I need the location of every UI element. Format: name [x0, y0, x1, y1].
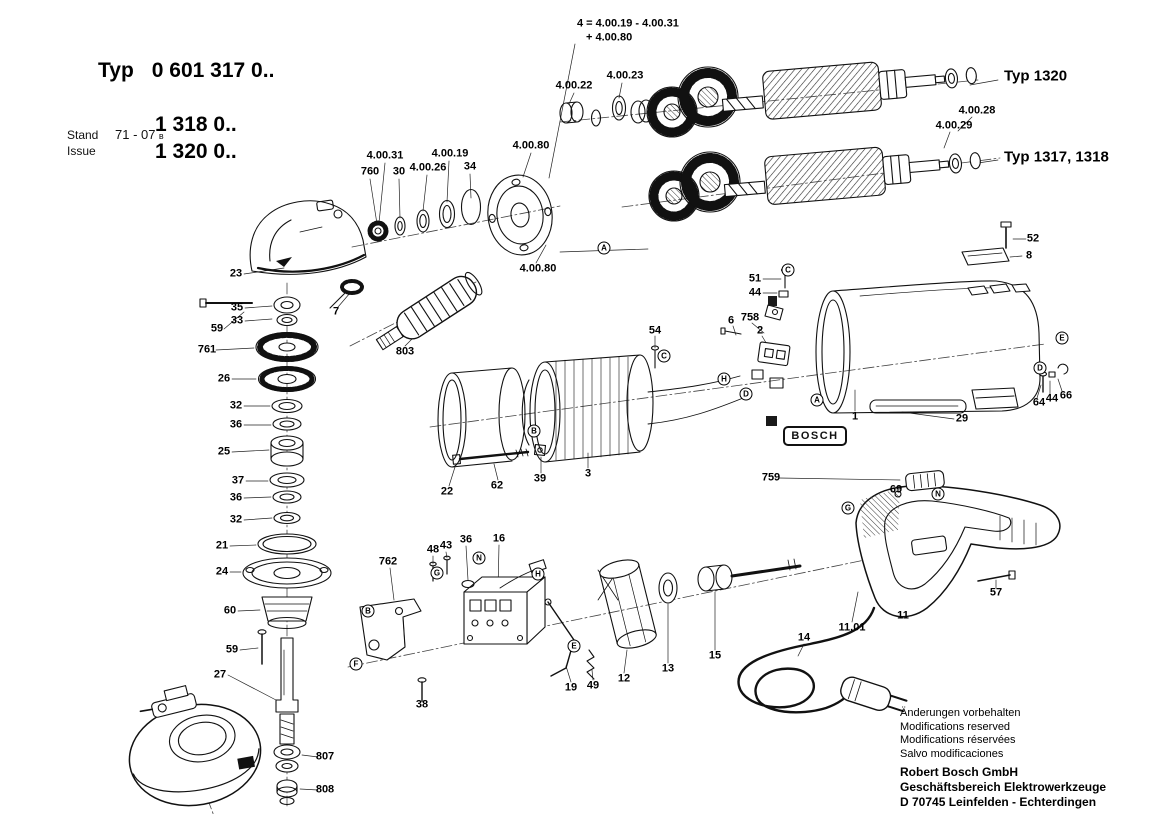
stand-suffix: в: [158, 131, 164, 141]
switch-assembly: [359, 555, 619, 702]
spindle-parts-stack: [199, 296, 332, 806]
footer-note-de: Änderungen vorbehalten: [900, 707, 1021, 719]
model-number-3: 1 320 0..: [155, 140, 237, 163]
stand-label: Stand: [67, 128, 99, 142]
spindle-bearing-flange: [487, 174, 553, 256]
leader-lines: [215, 43, 1063, 791]
stand-value: 71 - 07: [115, 127, 156, 142]
brush-holder-parts: [647, 267, 791, 426]
field-sleeve: [437, 367, 526, 468]
model-header: Typ 0 601 317 0.. 1 318 0.. 1 320 0..: [63, 30, 274, 165]
armature-bearings-top: [559, 95, 654, 127]
power-cord: [737, 606, 908, 714]
side-handle: [375, 271, 483, 351]
footer-note-es: Salvo modificaciones: [900, 747, 1004, 760]
shaft-and-coupling: [658, 558, 802, 604]
motor-housing: [815, 280, 1041, 414]
footer-note-fr: Modifications réservées: [900, 734, 1016, 746]
bosch-logo: BOSCH: [783, 426, 847, 446]
footer-company-division: Geschäftsbereich Elektrowerkzeuge: [900, 780, 1107, 794]
top-right-screw-and-plate: [961, 221, 1012, 266]
field-stator: [521, 354, 654, 463]
stand-issue-block: Stand 71 - 07 в Issue: [67, 127, 164, 159]
cam-drum: [599, 559, 657, 649]
fan-gear-typ1317: [648, 151, 741, 222]
model-number-1: 0 601 317 0..: [151, 59, 275, 82]
issue-label: Issue: [67, 144, 96, 158]
typ-label: Typ: [98, 59, 134, 82]
armature-typ1320: [721, 61, 977, 120]
footer-note-en: Modifications reserved: [900, 720, 1011, 733]
fan-gear-typ1320: [646, 66, 739, 138]
footer-company-name: Robert Bosch GmbH: [900, 765, 1019, 779]
long-screw-62: [452, 448, 530, 465]
footer-company-address: D 70745 Leinfelden - Echterdingen: [900, 795, 1097, 809]
footer-legal-block: Änderungen vorbehalten Modifications res…: [900, 707, 1106, 810]
wheel-guard: [128, 685, 262, 807]
model-number-2: 1 318 0..: [155, 113, 237, 136]
bevel-gear-small-parts: [367, 188, 482, 242]
housing-fixing-parts-right: [1038, 363, 1069, 393]
armature-typ1317-1318: [723, 146, 981, 205]
square-nut-39: [533, 443, 547, 457]
rear-handle: [855, 470, 1061, 618]
gear-head-housing: [249, 199, 367, 309]
